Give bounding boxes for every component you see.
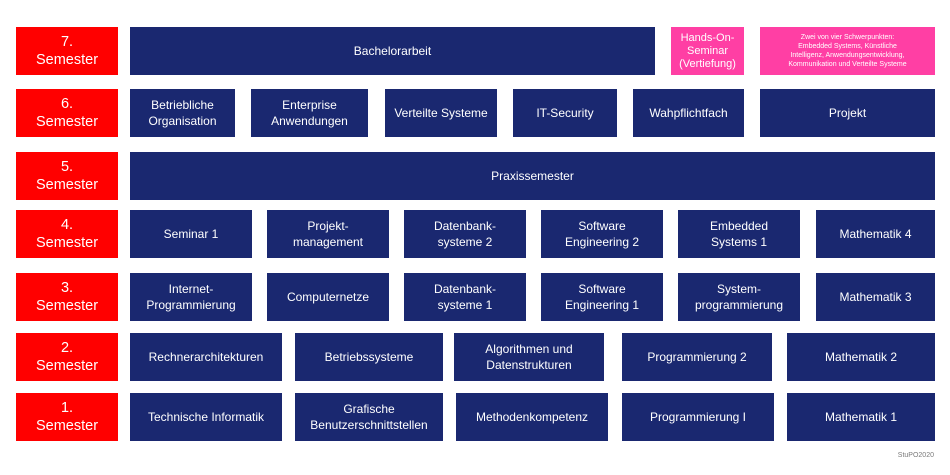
semester-number: 7. [60, 34, 74, 50]
module-label: Verteilte Systeme [394, 106, 488, 120]
module-programmierung-2: Programmierung 2 [622, 333, 772, 381]
module-label: Software Engineering 1 [564, 282, 640, 312]
module-label: Grafische Benutzerschnittstellen [310, 402, 428, 432]
module-label: Enterprise Anwendungen [271, 98, 348, 128]
semester-word: Semester [35, 177, 99, 193]
module-label: Wahpflichtfach [649, 106, 728, 120]
module-projekt: Projekt [760, 89, 935, 137]
module-it-security: IT-Security [513, 89, 617, 137]
module-label: Projekt- management [292, 219, 364, 249]
module-label: Mathematik 3 [839, 290, 912, 304]
module-label: Zwei von vier Schwerpunkten: Embedded Sy… [788, 34, 907, 68]
semester-6-label: 6. Semester [16, 89, 118, 137]
module-label: Betriebliche Organisation [148, 98, 217, 128]
module-label: System- programmierung [694, 282, 784, 312]
module-software-engineering-2: Software Engineering 2 [541, 210, 663, 258]
module-label: Praxissemester [491, 169, 574, 183]
semester-7-label: 7. Semester [16, 27, 118, 75]
module-mathematik-4: Mathematik 4 [816, 210, 935, 258]
module-label: Mathematik 4 [839, 227, 912, 241]
module-enterprise-anwendungen: Enterprise Anwendungen [251, 89, 368, 137]
module-grafische-benutzerschnittstellen: Grafische Benutzerschnittstellen [295, 393, 443, 441]
module-label: Mathematik 1 [824, 410, 898, 424]
semester-word: Semester [35, 52, 99, 68]
module-label: Betriebssysteme [324, 350, 414, 364]
module-datenbanksysteme-1: Datenbank- systeme 1 [404, 273, 526, 321]
module-mathematik-1: Mathematik 1 [787, 393, 935, 441]
semester-5-label: 5. Semester [16, 152, 118, 200]
module-label: Programmierung 2 [647, 350, 747, 364]
module-mathematik-3: Mathematik 3 [816, 273, 935, 321]
semester-word: Semester [35, 358, 99, 374]
module-label: Bachelorarbeit [353, 44, 432, 58]
module-internet-programmierung: Internet- Programmierung [130, 273, 252, 321]
module-label: Programmierung I [649, 410, 747, 424]
semester-word: Semester [35, 298, 99, 314]
module-betriebliche-organisation: Betriebliche Organisation [130, 89, 235, 137]
module-rechnerarchitekturen: Rechnerarchitekturen [130, 333, 282, 381]
module-label: Embedded Systems 1 [709, 219, 769, 249]
module-label: Datenbank- systeme 2 [433, 219, 497, 249]
module-seminar-1: Seminar 1 [130, 210, 252, 258]
module-computernetze: Computernetze [267, 273, 389, 321]
semester-number: 2. [60, 340, 74, 356]
module-label: Methodenkompetenz [475, 410, 589, 424]
module-methodenkompetenz: Methodenkompetenz [456, 393, 608, 441]
module-systemprogrammierung: System- programmierung [678, 273, 800, 321]
module-projektmanagement: Projekt- management [267, 210, 389, 258]
semester-3-label: 3. Semester [16, 273, 118, 321]
module-label: Computernetze [286, 290, 370, 304]
module-mathematik-2: Mathematik 2 [787, 333, 935, 381]
module-programmierung-1: Programmierung I [622, 393, 774, 441]
module-label: Projekt [828, 106, 867, 120]
semester-word: Semester [35, 235, 99, 251]
module-label: Technische Informatik [147, 410, 265, 424]
semester-number: 3. [60, 280, 74, 296]
semester-number: 4. [60, 217, 74, 233]
semester-2-label: 2. Semester [16, 333, 118, 381]
module-verteilte-systeme: Verteilte Systeme [385, 89, 497, 137]
module-praxissemester: Praxissemester [130, 152, 935, 200]
module-label: Seminar 1 [163, 227, 219, 241]
module-technische-informatik: Technische Informatik [130, 393, 282, 441]
semester-word: Semester [35, 114, 99, 130]
module-label: Internet- Programmierung [146, 282, 236, 312]
semester-1-label: 1. Semester [16, 393, 118, 441]
semester-number: 1. [60, 400, 74, 416]
module-label: IT-Security [536, 106, 594, 120]
module-software-engineering-1: Software Engineering 1 [541, 273, 663, 321]
module-betriebssysteme: Betriebssysteme [295, 333, 443, 381]
module-hands-on-seminar: Hands-On- Seminar (Vertiefung) [671, 27, 744, 75]
semester-word: Semester [35, 418, 99, 434]
stupo-footer: StuPO2020 [897, 452, 934, 459]
semester-number: 6. [60, 96, 74, 112]
module-datenbanksysteme-2: Datenbank- systeme 2 [404, 210, 526, 258]
module-label: Hands-On- Seminar (Vertiefung) [679, 31, 736, 70]
semester-4-label: 4. Semester [16, 210, 118, 258]
module-algorithmen-datenstrukturen: Algorithmen und Datenstrukturen [454, 333, 604, 381]
module-label: Rechnerarchitekturen [148, 350, 264, 364]
module-label: Software Engineering 2 [564, 219, 640, 249]
module-schwerpunkte: Zwei von vier Schwerpunkten: Embedded Sy… [760, 27, 935, 75]
module-embedded-systems-1: Embedded Systems 1 [678, 210, 800, 258]
semester-number: 5. [60, 159, 74, 175]
module-label: Algorithmen und Datenstrukturen [485, 342, 573, 372]
module-label: Mathematik 2 [824, 350, 898, 364]
module-label: Datenbank- systeme 1 [433, 282, 497, 312]
module-wahlpflichtfach: Wahpflichtfach [633, 89, 744, 137]
module-bachelorarbeit: Bachelorarbeit [130, 27, 655, 75]
